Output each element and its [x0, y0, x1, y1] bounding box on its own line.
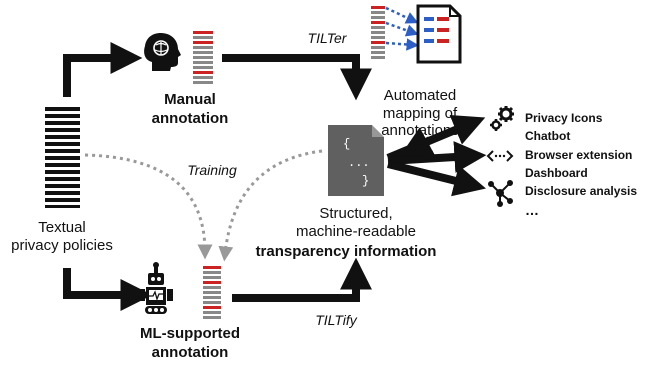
outputs-list: Privacy Icons Chatbot Browser extension …: [525, 111, 637, 218]
robot-icon: [139, 262, 173, 314]
mapping-links: [385, 6, 419, 51]
output-item: Privacy Icons: [525, 111, 603, 125]
manual-label-line2: annotation: [152, 110, 229, 127]
tiltify-label: TILTify: [315, 312, 358, 328]
training-arrow-from-source: [84, 153, 213, 260]
gears-icon: [490, 106, 514, 131]
source-label-line1: Textual: [38, 219, 86, 236]
doc-code-open: {: [343, 137, 350, 151]
output-item: Browser extension: [525, 148, 632, 162]
ml-annotated-document-icon: [203, 266, 221, 319]
structured-label-line2: machine-readable: [296, 223, 416, 240]
structured-label-line1: Structured,: [319, 205, 392, 222]
structured-label-line3: transparency information: [256, 243, 437, 260]
code-arrows-icon: [486, 150, 514, 162]
structured-document-icon: { ... }: [328, 125, 384, 196]
automated-label-line1: Automated: [384, 87, 457, 104]
arrow-tilter: [222, 54, 372, 101]
tilter-label: TILTer: [308, 30, 348, 46]
doc-code-close: }: [362, 174, 369, 188]
annotated-document-icon: [371, 6, 385, 59]
arrow-to-browser-extension: [387, 141, 487, 174]
output-item: Disclosure analysis: [525, 184, 637, 198]
brain-head-icon: [144, 33, 181, 71]
arrow-to-ml: [63, 268, 153, 311]
manual-annotated-document-icon: [193, 31, 213, 84]
automated-label-line2: mapping of: [383, 105, 458, 122]
arrow-tiltify: [232, 257, 372, 302]
arrow-to-privacy-icons: [386, 115, 486, 162]
network-icon: [488, 180, 513, 207]
source-document-icon: [45, 107, 80, 208]
json-document-icon: [416, 4, 462, 64]
output-item: …: [525, 202, 539, 218]
manual-label-line1: Manual: [164, 91, 216, 108]
output-item: Chatbot: [525, 129, 570, 143]
arrow-to-manual: [63, 42, 143, 97]
ml-label-line1: ML-supported: [140, 325, 240, 342]
ml-label-line2: annotation: [152, 344, 229, 361]
training-label: Training: [187, 162, 237, 178]
training-arrow-from-structured: [218, 149, 323, 262]
output-item: Dashboard: [525, 166, 588, 180]
doc-code-dots: ...: [348, 156, 370, 170]
arrow-to-dashboard: [387, 160, 486, 197]
source-label-line2: privacy policies: [11, 237, 113, 254]
